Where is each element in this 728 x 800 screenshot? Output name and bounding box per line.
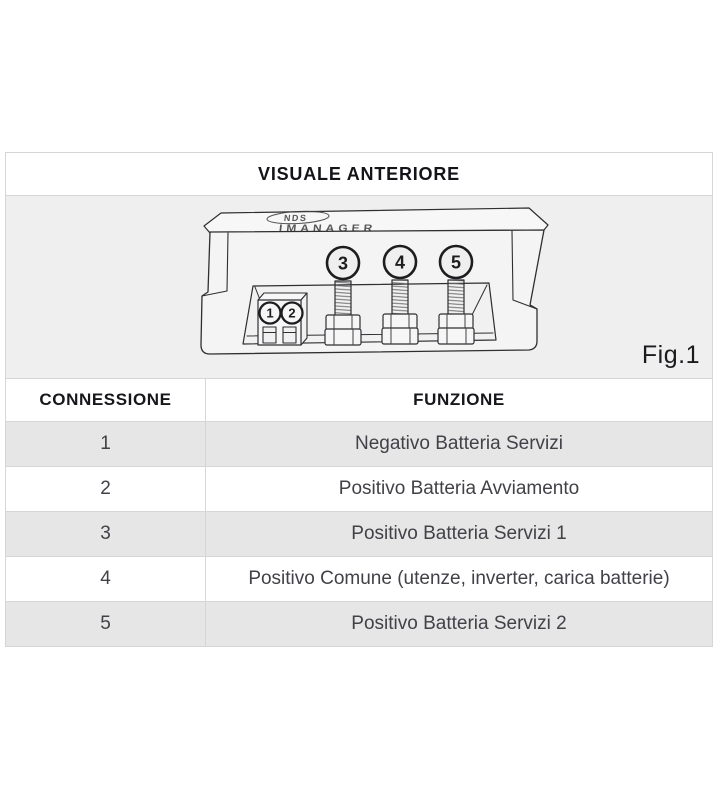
table-header-connection: CONNESSIONE (5, 378, 206, 422)
stud-5-nut-upper (438, 313, 474, 330)
figure-panel: NDS IMANAGER (5, 196, 713, 378)
terminal-slot-2 (282, 326, 297, 344)
callout-4: 4 (382, 244, 418, 280)
callout-1: 1 (258, 301, 282, 325)
manual-page: VISUALE ANTERIORE NDS IMANAGER (5, 152, 713, 647)
device-brand: NDS IMANAGER (266, 210, 377, 234)
connection-table: CONNESSIONE FUNZIONE 1 Negativo Batteria… (5, 378, 713, 647)
svg-text:3: 3 (338, 254, 348, 274)
callout-5: 5 (438, 244, 474, 280)
page-title: VISUALE ANTERIORE (258, 163, 460, 184)
brand-text-imanager: IMANAGER (278, 223, 376, 234)
callout-3: 3 (325, 245, 361, 281)
connection-cell: 2 (5, 466, 206, 512)
connection-cell: 3 (5, 511, 206, 557)
svg-text:4: 4 (395, 253, 405, 273)
function-cell: Positivo Batteria Servizi 2 (205, 601, 713, 647)
device-illustration: NDS IMANAGER (200, 207, 549, 355)
brand-text-nds: NDS (283, 213, 308, 223)
stud-3-shaft (334, 280, 352, 317)
stud-5-nut-lower (437, 327, 475, 345)
table-row: 1 Negativo Batteria Servizi (5, 421, 713, 467)
connection-cell: 5 (5, 601, 206, 647)
function-cell: Negativo Batteria Servizi (205, 421, 713, 467)
connection-cell: 4 (5, 556, 206, 602)
left-flange-lines (201, 232, 229, 297)
stud-4-nut-lower (381, 327, 419, 345)
figure-label: Fig.1 (641, 341, 700, 369)
brand-swoosh (266, 210, 330, 225)
table-header-function: FUNZIONE (205, 378, 713, 422)
table-row: 3 Positivo Batteria Servizi 1 (5, 511, 713, 557)
function-cell: Positivo Comune (utenze, inverter, caric… (205, 556, 713, 602)
function-cell: Positivo Batteria Servizi 1 (205, 511, 713, 557)
section-title-bar: VISUALE ANTERIORE (5, 152, 713, 196)
stud-4 (381, 279, 419, 345)
connection-cell: 1 (5, 421, 206, 467)
stud-3-nut-lower (324, 328, 362, 346)
table-row: 4 Positivo Comune (utenze, inverter, car… (5, 556, 713, 602)
svg-text:2: 2 (288, 306, 295, 321)
stud-5 (437, 279, 475, 345)
svg-text:5: 5 (451, 253, 461, 273)
stud-4-nut-upper (382, 313, 418, 330)
svg-text:1: 1 (266, 306, 273, 321)
stud-3 (324, 280, 362, 346)
right-flange-lines (511, 230, 538, 310)
callout-2: 2 (280, 301, 304, 325)
stud-4-shaft (391, 279, 409, 316)
stud-5-shaft (447, 279, 465, 316)
stud-3-nut-upper (325, 314, 361, 331)
table-row: 2 Positivo Batteria Avviamento (5, 466, 713, 512)
table-row: 5 Positivo Batteria Servizi 2 (5, 601, 713, 647)
table-header-row: CONNESSIONE FUNZIONE (5, 378, 713, 422)
terminal-slot-1 (262, 326, 277, 344)
function-cell: Positivo Batteria Avviamento (205, 466, 713, 512)
